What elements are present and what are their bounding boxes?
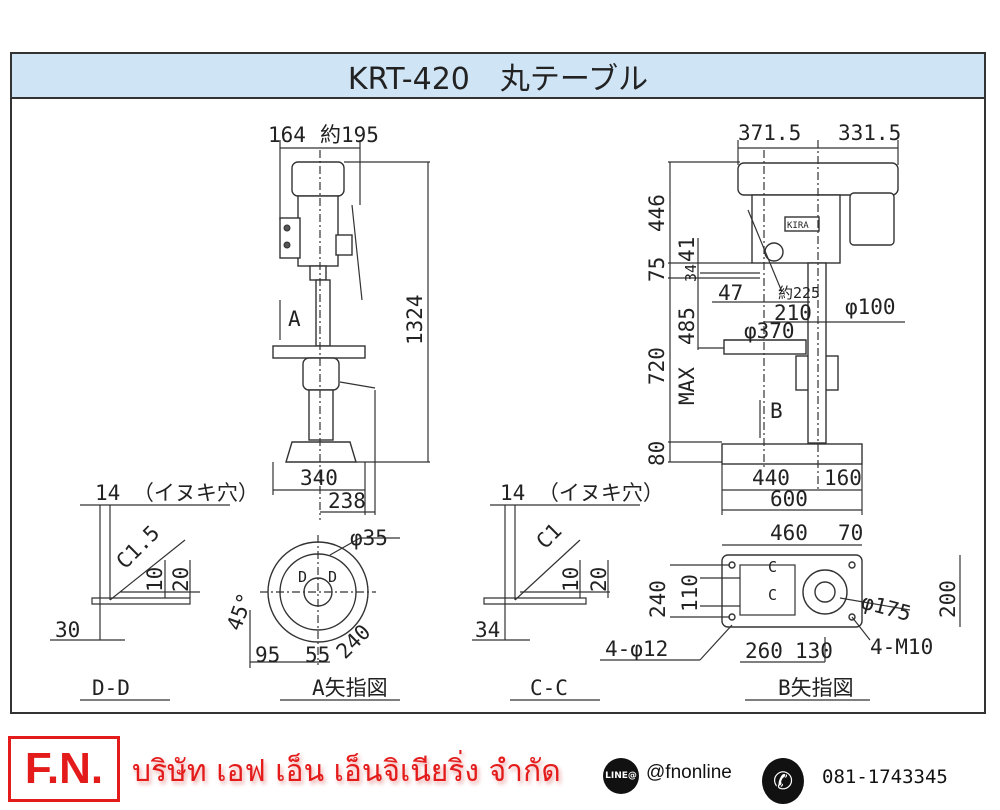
dim-485: 485 (675, 307, 699, 345)
dim-371-5: 371.5 (738, 121, 801, 145)
dim-164: 164 (268, 123, 306, 147)
technical-drawing: 164 約195 1324 340 238 A KIRA (50, 121, 961, 701)
dim-30: 30 (55, 618, 80, 642)
dim-460: 460 (770, 521, 808, 545)
caption-a-view: A矢指図 (312, 676, 388, 700)
dim-600: 600 (770, 487, 808, 511)
dim-34: 34 (682, 264, 700, 282)
section-mark-c-top: C (768, 558, 777, 576)
drawing-title: KRT-420 丸テーブル (12, 54, 984, 99)
phone-icon: ✆ (762, 758, 804, 804)
dim-130: 130 (795, 639, 833, 663)
dim-331-5: 331.5 (838, 121, 901, 145)
dim-20-c: 20 (587, 567, 611, 592)
dim-110: 110 (678, 574, 702, 612)
dim-340: 340 (300, 466, 338, 490)
dim-260: 260 (745, 639, 783, 663)
dim-238: 238 (328, 489, 366, 513)
side-view: KIRA 371.5 331.5 446 75 41 34 47 (645, 121, 905, 515)
view-a: φ35 45° 95 55 240 D D A矢指図 (222, 526, 400, 701)
dim-14-hole-c: 14 （イヌキ穴） (500, 481, 664, 505)
brand-plate: KIRA (787, 221, 809, 231)
dim-4-phi-12: 4-φ12 (605, 637, 668, 661)
company-name: บริษัท เอฟ เอ็น เอ็นจิเนียริ่ง จำกัด (132, 754, 561, 789)
front-view: 164 約195 1324 340 238 A (268, 123, 430, 520)
dim-1324: 1324 (403, 294, 427, 345)
footer-banner: F.N. บริษัท เอฟ เอ็น เอ็นจิเนียริ่ง จำกั… (0, 728, 1000, 806)
phone-number: 081-1743345 (822, 766, 948, 788)
dim-34-c: 34 (475, 618, 500, 642)
dim-20: 20 (169, 567, 193, 592)
dim-210: 210 (774, 301, 812, 325)
dim-phi-370: φ370 (744, 319, 795, 343)
dim-55: 55 (305, 643, 330, 667)
section-mark-d-right: D (328, 568, 337, 586)
view-b: 460 70 240 110 200 φ175 4-φ12 260 130 4-… (600, 521, 961, 701)
dim-41: 41 (675, 237, 699, 262)
dim-4-m10: 4-M10 (870, 635, 933, 659)
dim-240-b: 240 (646, 580, 670, 618)
caption-b-view: B矢指図 (778, 676, 854, 700)
section-mark-d-left: D (298, 568, 307, 586)
dim-95: 95 (255, 643, 280, 667)
dim-70: 70 (838, 521, 863, 545)
dim-446: 446 (645, 194, 669, 232)
dim-160: 160 (824, 466, 862, 490)
line-id: @fnonline (646, 762, 732, 783)
dim-max: MAX (675, 367, 699, 405)
arrow-label-a: A (288, 307, 301, 331)
dim-phi-100: φ100 (845, 295, 896, 319)
dim-440: 440 (752, 466, 790, 490)
dim-phi-35: φ35 (350, 526, 388, 550)
dim-47: 47 (718, 281, 743, 305)
dim-14-hole: 14 （イヌキ穴） (95, 481, 259, 505)
dim-10: 10 (143, 567, 167, 592)
dim-720: 720 (645, 347, 669, 385)
dim-80: 80 (645, 441, 669, 466)
section-c-c: 14 （イヌキ穴） C1 10 20 34 C-C (472, 481, 664, 701)
dim-225: 約225 (778, 284, 820, 302)
section-mark-c-bottom: C (768, 586, 777, 604)
drawing-frame: KRT-420 丸テーブル (10, 52, 986, 714)
dim-195: 約195 (320, 123, 379, 147)
caption-c-c: C-C (530, 676, 568, 700)
arrow-label-b: B (770, 399, 783, 423)
line-icon: LINE@ (603, 758, 639, 794)
dim-10-c: 10 (559, 567, 583, 592)
company-logo: F.N. (8, 736, 120, 802)
caption-d-d: D-D (92, 676, 130, 700)
dim-200: 200 (936, 580, 960, 618)
dim-75: 75 (645, 257, 669, 282)
